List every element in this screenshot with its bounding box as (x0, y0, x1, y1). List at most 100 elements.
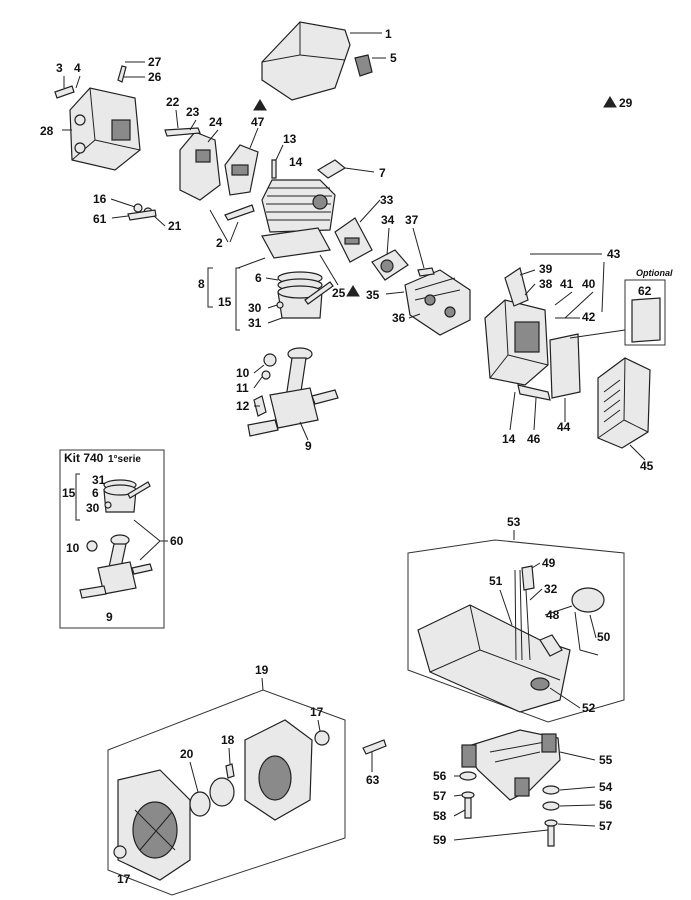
kit-serie: 1°serie (108, 454, 141, 465)
label-30b: 30 (86, 501, 100, 515)
muffler-part (69, 87, 141, 171)
label-15b: 15 (62, 486, 76, 500)
cylinder-part (261, 179, 336, 259)
label-20: 20 (180, 747, 194, 761)
triangle-marker-25 (346, 285, 360, 297)
label-46: 46 (527, 432, 541, 446)
label-4: 4 (74, 61, 81, 75)
label-48: 48 (546, 608, 560, 622)
label-58: 58 (433, 809, 447, 823)
label-14b: 14 (502, 432, 516, 446)
label-1: 1 (385, 27, 392, 41)
label-59: 59 (433, 833, 447, 847)
screw-set-16-21-61 (127, 203, 157, 221)
label-22: 22 (166, 95, 180, 109)
piston-part (276, 271, 334, 319)
label-49: 49 (542, 556, 556, 570)
label-13: 13 (283, 132, 297, 146)
label-8: 8 (198, 277, 205, 291)
mount-hardware-right (542, 785, 560, 847)
label-44: 44 (557, 420, 571, 434)
label-42: 42 (582, 310, 596, 324)
label-31: 31 (248, 316, 262, 330)
bearing-seal-set (189, 763, 235, 817)
label-56b: 56 (599, 798, 613, 812)
label-7: 7 (379, 166, 386, 180)
fuel-lines-part (514, 565, 535, 661)
crankcase-right-part (244, 719, 330, 821)
carburetor-part (371, 249, 471, 336)
label-35: 35 (366, 288, 380, 302)
label-57b: 57 (599, 819, 613, 833)
label-14: 14 (289, 155, 303, 169)
label-54: 54 (599, 780, 613, 794)
label-12: 12 (236, 399, 250, 413)
label-37: 37 (405, 213, 419, 227)
label-15: 15 (218, 295, 232, 309)
mount-hardware-left (459, 771, 477, 819)
label-62: 62 (638, 284, 652, 298)
crankcase-left-part (113, 769, 191, 881)
kit-740-box (59, 449, 165, 629)
label-11: 11 (236, 381, 249, 395)
label-36: 36 (392, 311, 406, 325)
pre-filter-62 (631, 297, 661, 343)
label-38: 38 (539, 277, 553, 291)
air-filter-44 (549, 333, 581, 399)
crankshaft-part (247, 347, 339, 437)
label-61: 61 (93, 212, 107, 226)
engine-cover-part (261, 21, 373, 101)
label-63: 63 (366, 773, 380, 787)
label-34: 34 (381, 213, 395, 227)
triangle-marker-47 (253, 99, 267, 111)
label-17: 17 (310, 705, 324, 719)
label-9: 9 (305, 439, 312, 453)
kit-piston-part (103, 479, 151, 513)
label-29: 29 (619, 96, 633, 110)
label-43: 43 (607, 247, 621, 261)
optional-box (624, 279, 666, 346)
label-56: 56 (433, 769, 447, 783)
label-32: 32 (544, 582, 558, 596)
label-39: 39 (539, 262, 553, 276)
kit-title: Kit 740 (64, 451, 104, 465)
label-33: 33 (380, 193, 394, 207)
air-filter-cover-45 (597, 357, 651, 449)
triangle-marker-29 (603, 96, 617, 108)
label-18: 18 (221, 733, 235, 747)
label-41: 41 (560, 277, 574, 291)
fuel-cap-part (571, 587, 605, 656)
label-53: 53 (507, 515, 521, 529)
label-6b: 6 (92, 486, 99, 500)
label-10b: 10 (66, 541, 80, 555)
label-31b: 31 (92, 473, 106, 487)
label-47: 47 (251, 115, 265, 129)
label-17b: 17 (117, 872, 131, 886)
label-9b: 9 (106, 610, 113, 624)
label-16: 16 (93, 192, 107, 206)
label-19: 19 (255, 663, 269, 677)
label-5: 5 (390, 51, 397, 65)
label-28: 28 (40, 124, 54, 138)
fuel-tank-part (417, 604, 571, 713)
label-23: 23 (186, 105, 200, 119)
label-51: 51 (489, 574, 503, 588)
screw-63 (362, 739, 387, 755)
engine-mount-part (461, 729, 561, 801)
label-2: 2 (216, 236, 223, 250)
label-60: 60 (170, 534, 184, 548)
muffler-gasket-part (164, 127, 221, 201)
label-6: 6 (255, 271, 262, 285)
fuel-tank-group-box (407, 539, 625, 723)
label-30: 30 (248, 301, 262, 315)
air-filter-housing-part (484, 267, 551, 401)
label-52: 52 (582, 701, 596, 715)
label-3: 3 (56, 61, 63, 75)
label-25: 25 (332, 286, 346, 300)
label-26: 26 (148, 70, 162, 84)
label-21: 21 (168, 219, 182, 233)
label-40: 40 (582, 277, 596, 291)
label-27: 27 (148, 55, 162, 69)
label-24: 24 (209, 115, 223, 129)
